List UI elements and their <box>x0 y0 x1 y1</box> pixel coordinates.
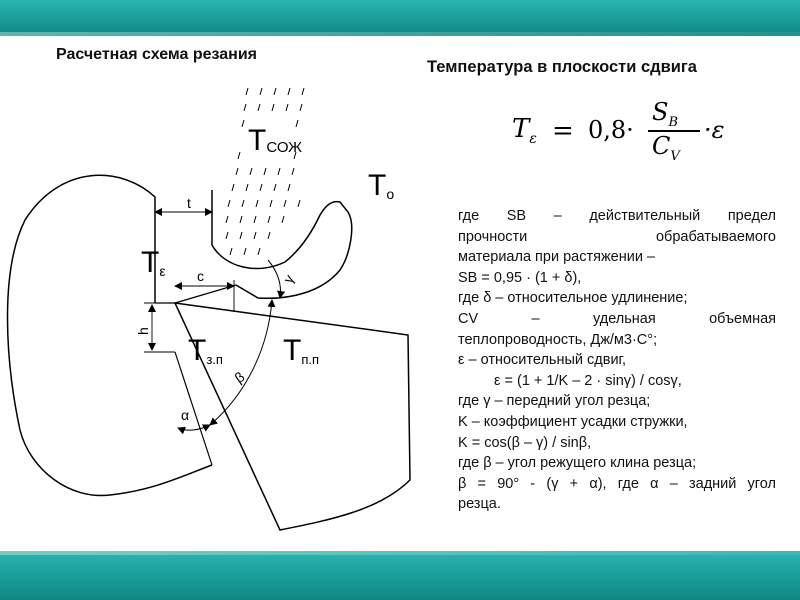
desc-line: где SB – действительный предел <box>458 208 776 224</box>
cutting-tool <box>173 302 411 531</box>
coolant-stream <box>225 87 305 256</box>
desc-line: K – коэффициент усадки стружки, <box>458 413 688 430</box>
desc-line: прочности обрабатываемого <box>458 228 776 245</box>
formula-description: где SB – действительный предел прочности… <box>458 206 776 515</box>
desc-line: ε – относительный сдвиг, <box>458 352 627 369</box>
label-h: h <box>135 327 151 335</box>
label-alpha: α <box>181 407 189 423</box>
desc-line: где β – угол режущего клина резца; <box>458 455 697 472</box>
section-title: Температура в плоскости сдвига <box>427 58 697 76</box>
desc-line: β = 90° - (γ + α), где α – задний угол <box>458 475 776 492</box>
header-band <box>0 0 800 36</box>
shear-temperature-formula: Tε = 0,8· SB CV ·ε <box>512 96 772 166</box>
label-t-o: To <box>368 169 394 202</box>
desc-line: K = cos(β – γ) / sinβ, <box>458 434 592 451</box>
formula-coefficient: 0,8· <box>588 116 634 144</box>
label-t: t <box>187 195 191 211</box>
workpiece-outline <box>6 174 213 497</box>
formula-equals: = <box>552 116 574 146</box>
desc-line: резца. <box>458 496 501 513</box>
label-gamma: γ <box>280 272 297 286</box>
depth-t-dimension <box>154 197 213 216</box>
desc-line: CV – удельная объемная <box>458 310 776 327</box>
fraction-bar <box>648 130 700 132</box>
height-h-dimension <box>144 302 175 353</box>
label-t-soj: TСОЖ <box>248 124 302 157</box>
formula-denominator: CV <box>652 132 680 164</box>
desc-line: материала при растяжении – <box>458 249 656 266</box>
label-c: c <box>197 268 204 284</box>
chip-outline <box>211 190 353 300</box>
diagram-title: Расчетная схема резания <box>56 46 257 63</box>
desc-line: где δ – относительное удлинение; <box>458 290 688 307</box>
formula-lhs: Tε <box>512 114 537 148</box>
label-t-pp: Tп.п <box>283 334 319 367</box>
label-t-eps: Tε <box>141 246 166 279</box>
formula-numerator: SB <box>652 98 679 130</box>
gamma-arc <box>267 259 286 299</box>
alpha-arc <box>177 424 211 435</box>
beta-arc <box>209 299 276 426</box>
label-t-zp: Tз.п <box>188 334 223 367</box>
desc-line: где γ – передний угол резца; <box>458 393 651 410</box>
desc-line: ε = (1 + 1/K – 2 · sinγ) / cosγ, <box>494 372 682 389</box>
desc-line: SB = 0,95 · (1 + δ), <box>458 269 582 286</box>
desc-line: теплопроводность, Дж/м3·С°; <box>458 331 658 348</box>
formula-tail: ·ε <box>704 116 725 144</box>
tool-flank-line <box>174 351 213 466</box>
tool-rake-face <box>174 284 237 304</box>
footer-band <box>0 551 800 600</box>
